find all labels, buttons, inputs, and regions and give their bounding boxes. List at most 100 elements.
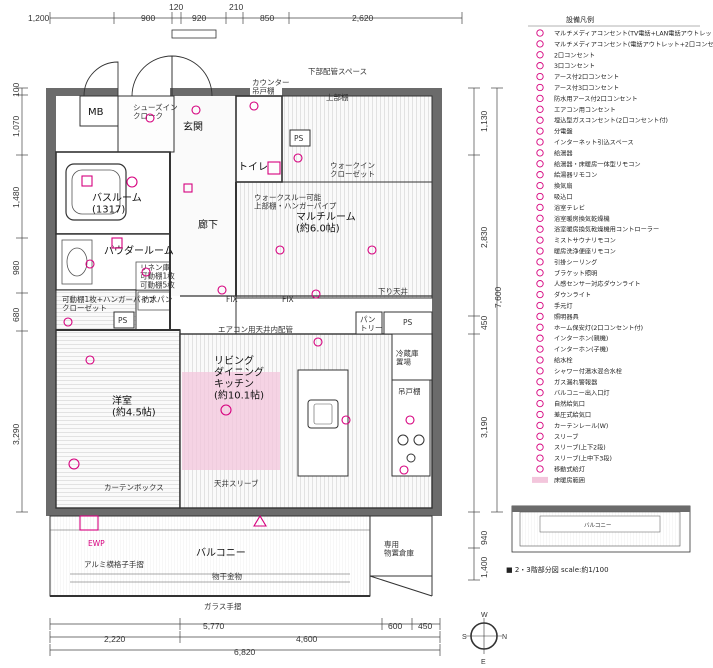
legend-label: マルチメディアコンセント(電話アウトレット+2口コンセント) [554,40,713,48]
legend-row: 換気扇 [536,181,573,190]
legend-symbol-icon [536,345,544,353]
left-dim-4: 980 [11,261,21,275]
left-dim-6: 3,290 [11,423,21,445]
powder-label: パウダールーム [104,244,174,257]
legend: 設備凡例 マルチメディアコンセント(TV電話+LAN電話アウトレット・インターネ… [528,15,713,484]
equipment-symbols [63,101,415,531]
compass-w: W [481,612,488,619]
legend-row: ホーム保安灯(2口コンセント付) [536,323,643,332]
cupboard-label: 吊戸棚 [398,386,421,396]
ldk-label: リビングダイニングキッチン(約10.1帖) [214,354,264,402]
legend-row: 分電盤 [536,127,573,136]
fix-label-2: FIX [282,295,294,304]
right-dim-4: 3,190 [479,416,489,438]
legend-row: 給湯器 [536,149,573,157]
inset-plan: バルコニー ■ 2・3階部分図 scale:約1/100 [506,505,691,574]
mb-label: MB [88,107,104,118]
legend-symbol-icon [536,323,544,331]
doors [83,29,217,97]
storage-label: 専用物置倉庫 [384,539,414,558]
legend-label: 浴室暖房換気乾燥機 [554,215,610,223]
legend-label: 照明器具 [554,314,579,321]
top-shelf-label: 上部棚 [326,92,349,102]
legend-label: 浴室テレビ [554,204,585,212]
ceiling-note-label: 天井スリーブ [214,478,259,488]
pipe-space-label: 下部配管スペース [308,66,367,76]
legend-label: 床暖房範囲 [554,476,585,484]
legend-label: インターネット引込スペース [554,139,634,147]
legend-row: アース付2口コンセント [536,72,619,81]
legend-label: ミストサウナリモコン [554,237,616,245]
legend-symbol-icon [536,421,544,430]
legend-row: インターホン(子機) [536,345,608,354]
legend-row: スリーブ(上下2段) [536,443,606,452]
legend-label: 埋込型ガスコンセント(2口コンセント付) [554,117,668,125]
legend-row: 給湯器・床暖房一体型リモコン [536,160,641,168]
legend-row: ブラケット照明 [536,269,597,277]
multi-room-label: マルチルーム(約6.0帖) [296,211,356,235]
railing-glass-label: ガラス手摺 [204,601,241,611]
top-dim-5: 210 [229,2,243,12]
legend-label: 手元灯 [554,302,573,310]
legend-label: ガス漏れ警報器 [554,378,598,386]
legend-label: 差圧式給気口 [554,411,591,419]
legend-symbol-icon [536,94,544,103]
storage-closet-label: 可動棚1枚+ハンガーパイプクローゼット [62,294,156,313]
legend-label: スリーブ(上下2段) [554,444,606,452]
top-dimensions: 1,200 900 120 920 210 850 2,620 [28,2,463,24]
left-dim-2: 1,070 [11,115,21,137]
entrance-label: 玄関 [183,120,203,133]
compass-e: E [481,659,486,666]
inset-balcony-label: バルコニー [584,522,611,529]
legend-symbol-icon [536,116,544,124]
legend-label: 防水用アース付2口コンセント [554,95,638,103]
legend-symbol-icon [536,127,544,135]
legend-row: 浴室テレビ [536,203,585,212]
legend-label: バルコニー出入口灯 [554,389,610,397]
bottom-dim-4600: 4,600 [296,634,318,644]
bottom-dim-5770: 5,770 [203,621,225,631]
drying-label: 物干金物 [212,571,242,581]
legend-row: エアコン用コンセント [536,105,616,114]
legend-symbol-icon [536,334,544,342]
ac-note-label: エアコン用天井内配管 [218,324,293,334]
fridge-label: 冷蔵庫置場 [396,348,419,367]
balcony-label: バルコニー [196,547,246,559]
legend-label: スリーブ [554,433,578,441]
washer-pan-label: 防水パン [142,294,172,304]
legend-row: ダウンライト [536,290,591,299]
legend-row: 手元灯 [536,301,573,310]
right-dim-1400: 1,400 [479,556,489,578]
legend-label: 2口コンセント [554,52,595,59]
compass-n: N [502,634,507,641]
legend-symbol-icon [536,181,544,190]
left-dim-3: 1,480 [11,186,21,208]
legend-label: スリーブ(上中下3段) [554,455,612,463]
right-dim-3: 450 [479,316,489,330]
legend-row: 給水栓 [536,356,573,365]
multi-note-label: ウォークスルー可能上部棚・ハンガーパイプ [254,192,337,211]
legend-row: 移動式給灯 [536,465,585,474]
right-dim-1: 1,130 [479,110,489,132]
bathroom-label: バスルーム(1317) [92,192,142,216]
legend-symbol-icon [536,443,544,451]
legend-symbol-icon [536,51,544,59]
right-dim-2: 2,830 [479,226,489,248]
legend-label: 移動式給灯 [554,466,585,474]
legend-symbol-icon [536,149,544,157]
legend-row: 暖房洗浄便座リモコン [536,247,616,256]
legend-symbol-icon [532,476,548,483]
legend-row: スリーブ [536,432,578,441]
bottom-dim-2220: 2,220 [104,634,126,644]
legend-symbol-icon [536,203,544,212]
linen-label: リネン庫可動棚1枚可動棚5枚 [140,262,175,289]
left-dim-1: 100 [11,83,21,97]
legend-symbol-icon [536,280,544,288]
legend-symbol-icon [536,138,544,146]
top-dim-6: 850 [260,13,274,23]
legend-symbol-icon [536,399,544,408]
legend-label: エアコン用コンセント [554,107,616,114]
legend-symbol-icon [536,214,544,222]
legend-symbol-icon [536,410,544,419]
legend-row: 防水用アース付2口コンセント [536,94,638,103]
